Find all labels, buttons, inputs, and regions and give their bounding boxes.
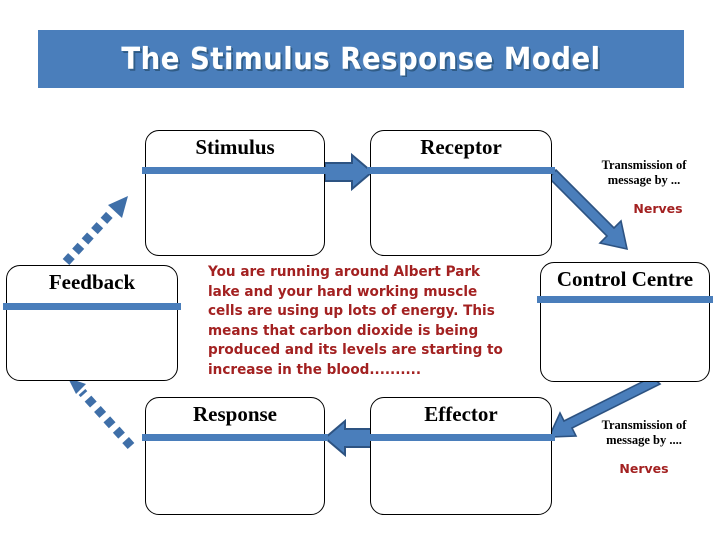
scenario-text: You are running around Albert Park lake … [208,264,503,378]
box-accent-bar [537,296,713,303]
box-label-receptor: Receptor [420,135,502,159]
page-title: The Stimulus Response Model [121,41,601,77]
box-label-response: Response [192,402,277,426]
arrow-response-to-feedback [68,378,135,450]
process-box-receptor[interactable]: Receptor [367,130,555,256]
process-box-response[interactable]: Response [142,397,328,515]
box-label-stimulus: Stimulus [195,135,275,159]
process-box-stimulus[interactable]: Stimulus [142,130,328,256]
process-box-feedback[interactable]: Feedback [3,265,181,381]
callout-agent: Nerves [619,461,669,476]
box-accent-bar [142,434,328,441]
box-accent-bar [142,167,328,174]
box-label-control-centre: Control Centre [556,267,694,291]
callout-transmission-bottom: Transmission of message by .... Nerves [578,418,710,476]
arrow-feedback-to-stimulus [62,196,128,266]
arrow-effector-to-response [323,418,373,458]
arrow-stimulus-to-receptor [324,152,374,192]
box-label-effector: Effector [424,402,498,426]
box-label-feedback: Feedback [48,270,136,294]
callout-agent: Nerves [633,201,683,216]
callout-line1: Transmission of [601,418,687,432]
process-box-control-centre[interactable]: Control Centre [537,262,713,382]
box-accent-bar [367,167,555,174]
process-box-effector[interactable]: Effector [367,397,555,515]
callout-line2: message by .... [606,433,682,447]
callout-transmission-top: Transmission of message by ... Nerves [578,158,710,216]
box-accent-bar [367,434,555,441]
title-banner: The Stimulus Response Model [38,30,684,88]
box-accent-bar [3,303,181,310]
callout-line2: message by ... [607,173,681,187]
callout-line1: Transmission of [601,158,687,172]
